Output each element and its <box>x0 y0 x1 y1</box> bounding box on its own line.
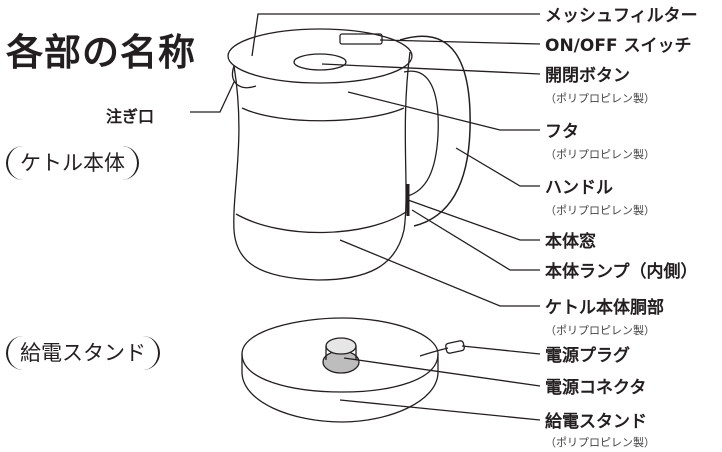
part-label-onoff-switch: ON/OFF スイッチ <box>545 36 692 56</box>
kettle-handle-inner <box>403 70 439 197</box>
power-connector-top <box>325 337 357 355</box>
part-label-open-button: 開閉ボタン <box>545 66 630 86</box>
kettle-body-band-bottom <box>235 211 407 234</box>
part-label-kettle-body: ケトル本体胴部 <box>545 298 664 318</box>
power-cord <box>419 347 449 357</box>
section-kettle-body: ケトル本体 <box>6 146 139 180</box>
part-material-power-stand: （ポリプロピレン製） <box>545 436 655 449</box>
part-label-body-window: 本体窓 <box>545 232 596 252</box>
part-label-power-plug: 電源プラグ <box>545 346 630 366</box>
part-label-handle: ハンドル <box>545 178 613 198</box>
part-label-power-stand: 給電スタンド <box>545 412 647 432</box>
open-button-shape <box>293 53 347 71</box>
kettle-handle <box>399 35 471 227</box>
part-label-lid: フタ <box>545 122 579 142</box>
page-title: 各部の名称 <box>6 31 196 74</box>
kettle-body <box>233 51 411 281</box>
switch-shape <box>339 33 383 45</box>
kettle-body-band-top <box>241 107 405 122</box>
part-label-power-connector: 電源コネクタ <box>545 378 647 398</box>
spout-label: 注ぎ口 <box>106 107 155 126</box>
power-plug <box>445 340 465 354</box>
part-label-body-lamp: 本体ランプ（内側） <box>545 262 698 282</box>
part-label-mesh-filter: メッシュフィルター <box>545 6 698 26</box>
part-material-kettle-body: （ポリプロピレン製） <box>545 324 655 337</box>
kettle-spout <box>231 65 257 89</box>
kettle-lid <box>227 28 413 84</box>
stand-base-rim <box>241 353 439 393</box>
part-material-lid: （ポリプロピレン製） <box>545 148 655 161</box>
power-connector-side <box>325 346 357 360</box>
part-material-open-button: （ポリプロピレン製） <box>545 92 655 105</box>
section-power-stand: 給電スタンド <box>6 336 160 370</box>
part-material-handle: （ポリプロピレン製） <box>545 204 655 217</box>
